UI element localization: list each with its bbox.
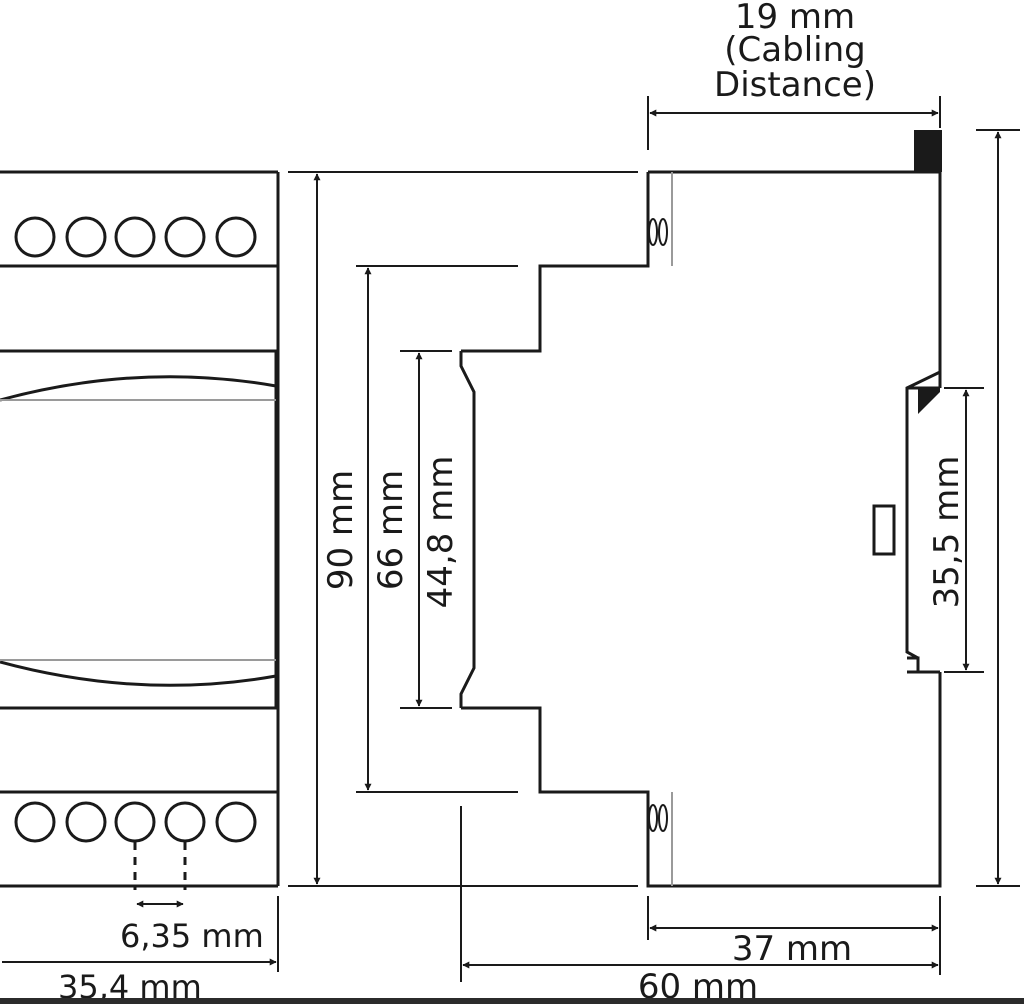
rail-height-dimension: 35,5 mm: [927, 387, 984, 673]
cable-clamp: [648, 804, 658, 832]
bottom-terminal-screws: [14, 801, 257, 843]
height-middle-label: 66 mm: [371, 470, 411, 590]
terminal-screw: [164, 216, 206, 258]
cabling-distance-dimension: 19 mm (Cabling Distance): [647, 0, 941, 150]
cabling-distance-value: 19 mm: [735, 0, 855, 37]
terminal-screw: [215, 801, 257, 843]
front-panel: [0, 349, 278, 710]
cable-clamp: [658, 218, 668, 246]
terminal-screw: [14, 801, 56, 843]
terminal-screw: [114, 801, 156, 843]
overall-height-line: [976, 129, 1020, 887]
height-front-label: 44,8 mm: [421, 456, 461, 609]
height-total-label: 90 mm: [321, 470, 361, 590]
cabling-distance-note-line2: Distance): [714, 65, 876, 105]
height-middle-dimension: 66 mm: [356, 265, 518, 793]
top-terminal-screws: [14, 216, 257, 258]
cabling-distance-note-line1: (Cabling: [724, 30, 865, 70]
terminal-screw: [114, 216, 156, 258]
terminal-screw: [215, 216, 257, 258]
height-total-dimension: 90 mm: [288, 171, 638, 887]
terminal-screw: [65, 216, 107, 258]
terminal-screw: [164, 801, 206, 843]
total-depth-label: 60 mm: [638, 967, 758, 1004]
release-slot: [872, 504, 896, 556]
terminal-pitch-label: 6,35 mm: [120, 917, 264, 955]
side-view: [459, 130, 942, 888]
rail-height-label: 35,5 mm: [927, 456, 967, 609]
cable-connector-block: [914, 130, 942, 172]
terminal-screw: [14, 216, 56, 258]
height-front-dimension: 44,8 mm: [400, 350, 461, 709]
front-view: 6,35 mm 35,4 mm: [0, 170, 280, 1004]
rear-depth-dimension: 37 mm: [647, 896, 941, 975]
terminal-pitch-dimension: 6,35 mm: [120, 842, 264, 955]
cable-clamp: [658, 804, 668, 832]
total-depth-dimension: 60 mm: [460, 806, 939, 1004]
bottom-border: [0, 998, 1024, 1004]
side-profile-outline: [461, 170, 942, 888]
rear-depth-label: 37 mm: [732, 929, 852, 969]
rail-clip: [918, 388, 940, 414]
cable-clamp: [648, 218, 658, 246]
terminal-screw: [65, 801, 107, 843]
